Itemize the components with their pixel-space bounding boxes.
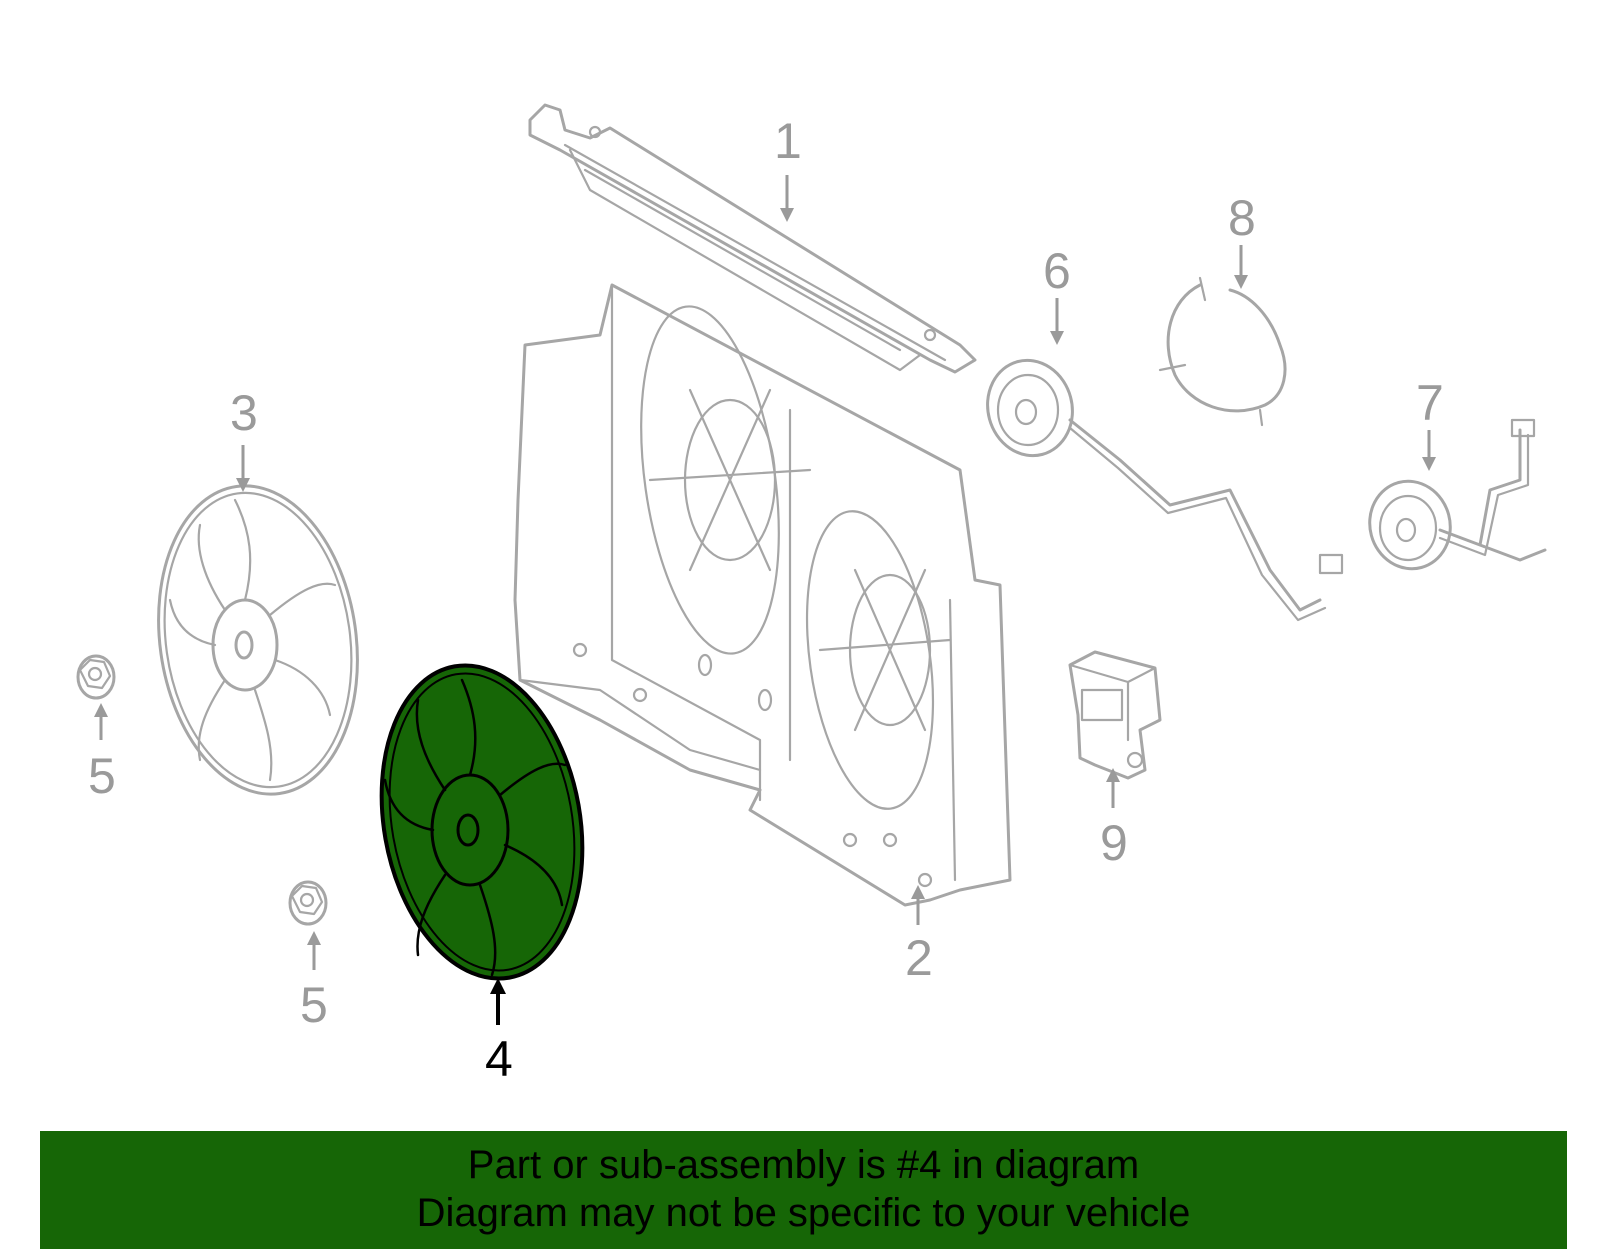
callout-5-upper: 5	[88, 748, 116, 804]
part-4-fan-highlighted[interactable]	[358, 649, 606, 994]
part-1-support-bar[interactable]	[528, 103, 977, 374]
callout-4: 4	[485, 1031, 513, 1087]
leader-lines	[94, 175, 1436, 1025]
part-5-nut-upper[interactable]	[76, 654, 116, 700]
callout-9: 9	[1100, 815, 1128, 871]
part-3-fan[interactable]	[139, 473, 376, 807]
banner-line-2: Diagram may not be specific to your vehi…	[416, 1191, 1191, 1235]
banner-line-1: Part or sub-assembly is #4 in diagram	[467, 1143, 1140, 1187]
parts-diagram: 1 2 3 4 5 5 6 7 8 9	[76, 103, 1547, 1087]
part-8-bracket[interactable]	[1158, 276, 1287, 427]
callout-6: 6	[1043, 243, 1071, 299]
part-6-fan-motor[interactable]	[977, 351, 1344, 622]
callout-3: 3	[230, 385, 258, 441]
callout-2: 2	[905, 930, 933, 986]
part-9-relay[interactable]	[1068, 650, 1162, 780]
callout-8: 8	[1228, 190, 1256, 246]
callout-1: 1	[774, 113, 802, 169]
part-7-fan-motor[interactable]	[1360, 418, 1547, 578]
callout-5-lower: 5	[300, 977, 328, 1033]
part-5-nut-lower[interactable]	[288, 880, 328, 926]
info-banner: Part or sub-assembly is #4 in diagram Di…	[40, 1131, 1567, 1249]
callout-7: 7	[1416, 375, 1444, 431]
part-2-fan-shroud[interactable]	[513, 283, 1012, 907]
